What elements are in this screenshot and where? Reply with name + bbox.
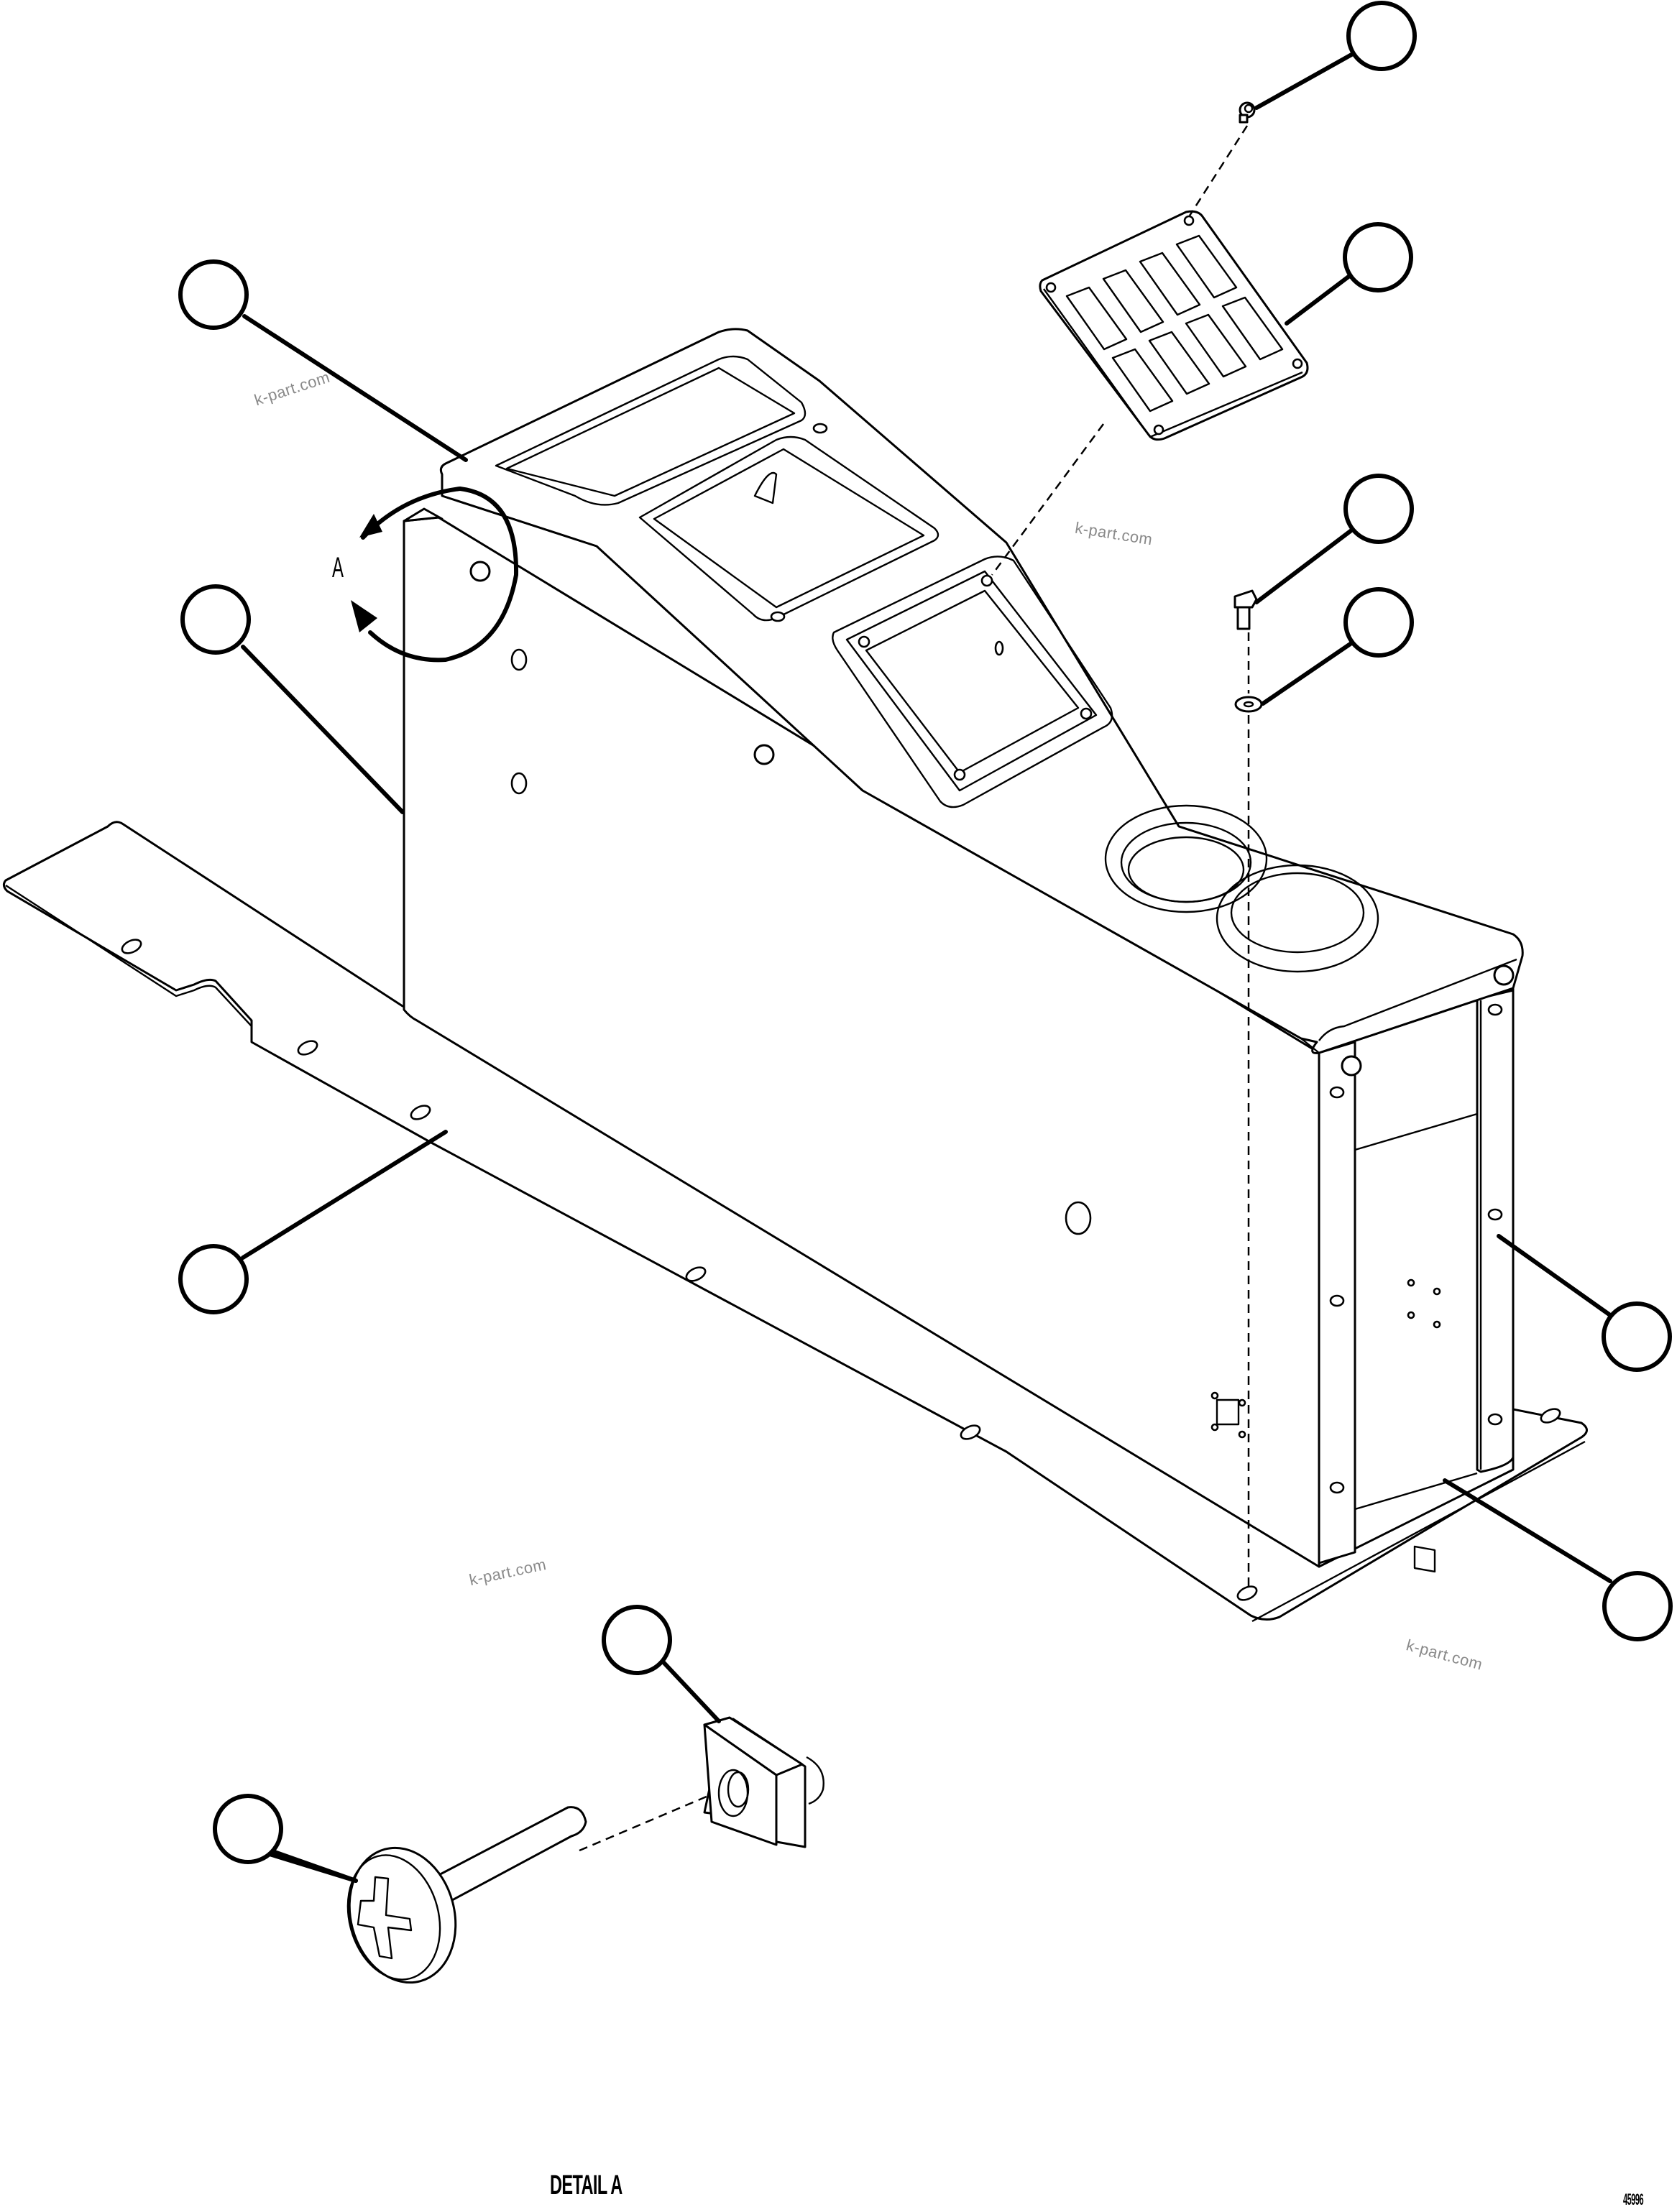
callout-bubble-7[interactable] (178, 1244, 249, 1314)
cable-port-left (1210, 1391, 1246, 1439)
callouts (178, 1, 1673, 1883)
cup-holders (1104, 804, 1379, 973)
detail-a-clip-nut (703, 1716, 824, 1848)
callout-bubble-8[interactable] (1602, 1301, 1672, 1372)
callout-label-9 (1604, 1573, 1671, 1639)
callout-bubble-10[interactable] (602, 1605, 672, 1675)
detail-view-letter: A (332, 552, 344, 584)
callout-label-2 (1345, 224, 1411, 290)
cover-screws (469, 561, 1515, 1077)
rear-support-frame (1318, 987, 1515, 1573)
callout-label-10 (604, 1607, 670, 1673)
callout-bubble-11[interactable] (213, 1794, 283, 1864)
switch-openings (1065, 234, 1284, 413)
figure-number: 45996 (1623, 2190, 1644, 2208)
callout-label-8 (1604, 1304, 1670, 1370)
console-top-cover (439, 328, 1524, 1077)
callout-bubble-6[interactable] (180, 584, 251, 655)
callout-bubble-3[interactable] (1343, 474, 1414, 544)
callout-label-11 (215, 1796, 281, 1862)
callout-bubble-1[interactable] (1346, 1, 1417, 71)
callout-bubble-2[interactable] (1343, 222, 1413, 292)
callout-label-4 (1346, 589, 1412, 655)
callout-bubble-5[interactable] (178, 259, 249, 330)
panel-screw (1239, 101, 1256, 124)
bolt (1233, 589, 1258, 630)
callout-label-5 (180, 262, 247, 328)
switch-panel (1039, 210, 1309, 441)
detail-a-label: DETAIL A (550, 2170, 622, 2201)
callout-label-3 (1346, 476, 1412, 542)
detail-a-screw (346, 1806, 587, 1984)
washer (1234, 696, 1263, 713)
callout-bubble-9[interactable] (1602, 1571, 1673, 1641)
callout-label-1 (1349, 3, 1415, 69)
callout-label-7 (180, 1246, 247, 1312)
detail-a-view-circle[interactable] (351, 486, 519, 663)
cable-port-rear (1407, 1278, 1441, 1573)
callout-label-6 (183, 586, 249, 653)
callout-bubble-4[interactable] (1343, 587, 1414, 658)
